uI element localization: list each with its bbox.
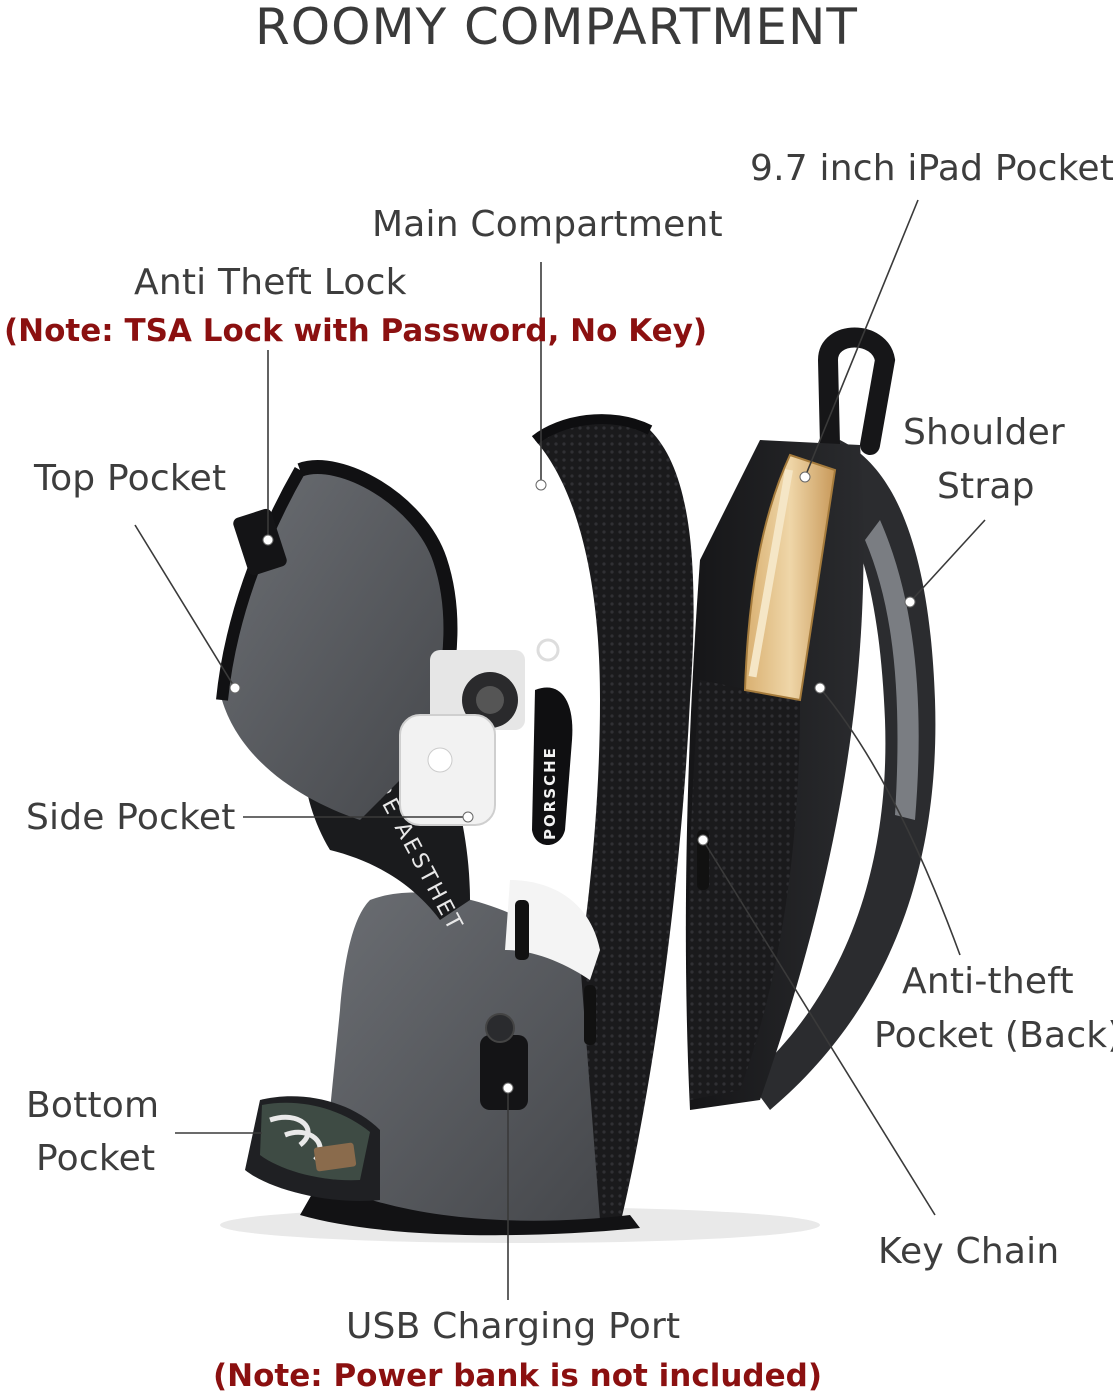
keychain-tag: PORSCHE bbox=[532, 638, 573, 845]
bag-base bbox=[300, 1180, 640, 1236]
strap-gray-panel bbox=[865, 520, 919, 820]
main-compartment-panel bbox=[525, 419, 694, 1231]
earbuds-case bbox=[399, 714, 496, 826]
label-usb-port: USB Charging Port bbox=[346, 1306, 681, 1347]
bag-body-front bbox=[320, 892, 600, 1229]
label-ipad-pocket: 9.7 inch iPad Pocket bbox=[750, 148, 1113, 189]
marker-dots bbox=[229, 471, 916, 1094]
label-shoulder-strap-line1: Shoulder bbox=[903, 412, 1065, 453]
label-bottom-pocket-line2: Pocket bbox=[36, 1138, 156, 1179]
top-pocket-rim-left bbox=[216, 467, 306, 701]
label-side-pocket: Side Pocket bbox=[26, 797, 236, 838]
page-title: ROOMY COMPARTMENT bbox=[255, 0, 858, 56]
usb-port bbox=[480, 1013, 528, 1110]
keychain-tag-text: PORSCHE bbox=[541, 746, 559, 840]
leader-lines bbox=[134, 199, 986, 1300]
label-anti-theft-lock: Anti Theft Lock bbox=[134, 262, 407, 303]
top-handle bbox=[817, 327, 896, 455]
tsa-lock bbox=[233, 508, 287, 576]
label-anti-theft-back-line2: Pocket (Back) bbox=[874, 1015, 1113, 1056]
label-shoulder-strap-line2: Strap bbox=[937, 466, 1035, 507]
label-bottom-pocket-line1: Bottom bbox=[26, 1085, 160, 1126]
label-key-chain: Key Chain bbox=[878, 1231, 1060, 1272]
main-compartment-edge bbox=[531, 414, 653, 445]
bottom-pocket-wallet bbox=[313, 1142, 357, 1172]
label-main-compartment: Main Compartment bbox=[372, 204, 723, 245]
label-anti-theft-back-line1: Anti-theft bbox=[902, 961, 1074, 1002]
label-top-pocket: Top Pocket bbox=[34, 458, 227, 499]
back-mesh bbox=[688, 680, 800, 1100]
note-power-bank: (Note: Power bank is not included) bbox=[213, 1358, 822, 1394]
camera bbox=[430, 650, 525, 730]
ipad bbox=[743, 453, 837, 702]
ipad-screen-edge bbox=[748, 469, 793, 678]
note-tsa-lock: (Note: TSA Lock with Password, No Key) bbox=[4, 313, 708, 349]
